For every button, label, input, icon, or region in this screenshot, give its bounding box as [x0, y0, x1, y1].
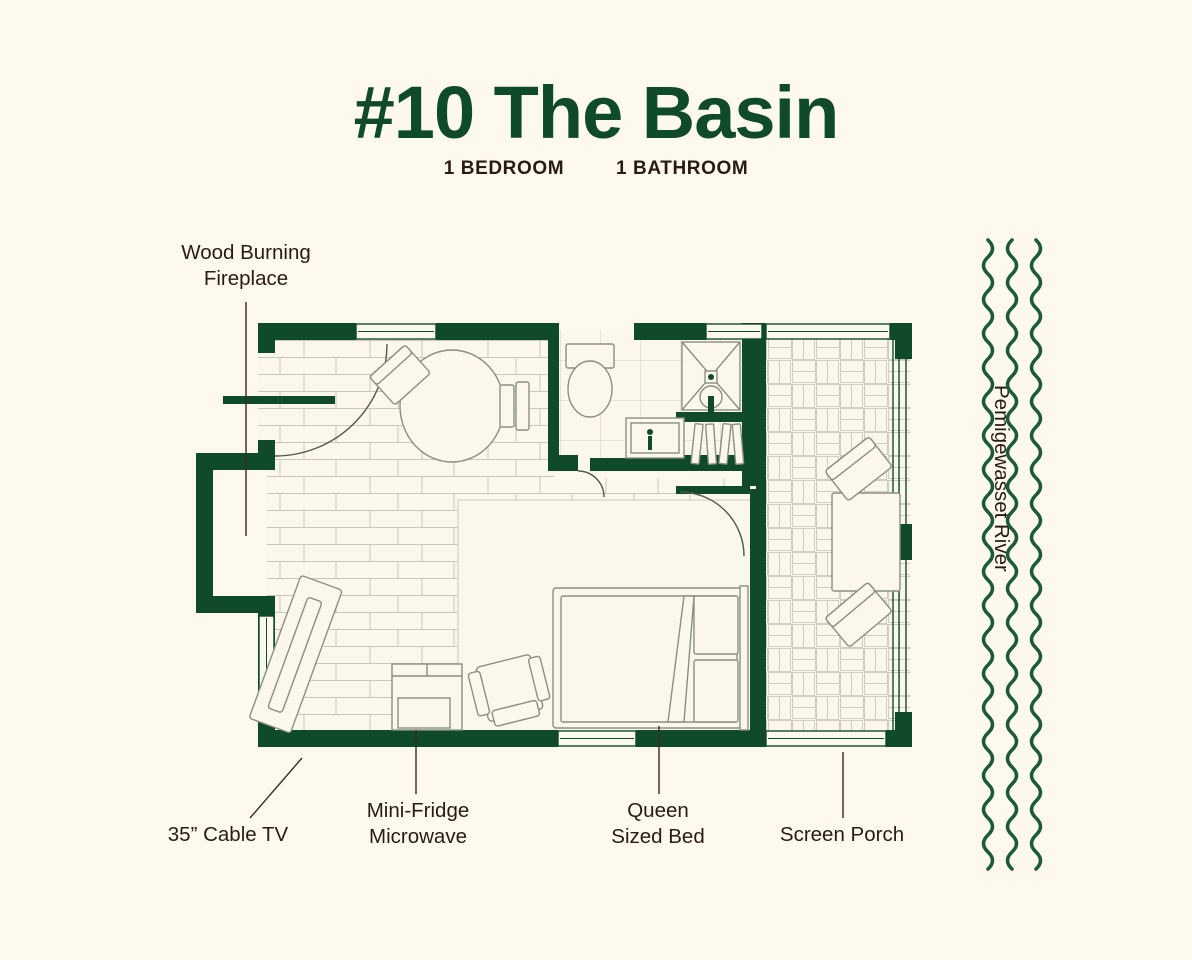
bedroom-door-leaf — [676, 486, 750, 494]
exterior-walls — [196, 323, 912, 747]
bathroom-count: 1 BATHROOM — [615, 158, 749, 179]
river-wave-2 — [1005, 238, 1019, 871]
pillow-bottom — [693, 659, 739, 723]
annotation-leader-lines — [245, 302, 844, 819]
wall-left-upper — [258, 323, 275, 353]
mini-fridge-microwave-cabinet — [391, 663, 463, 731]
annotation-cable-tv: 35” Cable TV — [167, 823, 289, 846]
faucet-knob — [647, 429, 653, 435]
furniture-layer — [249, 341, 901, 733]
bedroom-count: 1 BEDROOM — [443, 158, 565, 179]
fireplace-hearth — [205, 463, 267, 603]
wall-right-lower — [895, 712, 912, 747]
sink-vanity — [625, 417, 685, 459]
fireplace-bumpout-wall — [196, 453, 275, 613]
toilet — [565, 343, 615, 418]
bathroom-door-swing-arc — [577, 470, 605, 498]
shower-arm — [708, 396, 714, 418]
porch-chair-upper — [825, 437, 892, 501]
wall-right-upper — [895, 323, 912, 359]
wall-porch-divider-lower — [750, 489, 766, 747]
annotation-wood-burning-fireplace: Wood Burning Fireplace — [181, 241, 311, 290]
river-wave-1 — [981, 238, 995, 871]
wall-top-b — [436, 323, 554, 340]
window-openings — [258, 323, 907, 747]
faucet-spout — [648, 436, 652, 450]
annotation-queen-sized-bed: Queen Sized Bed — [611, 799, 705, 848]
wall-bath-bottom-2 — [590, 458, 650, 471]
wall-bath-right — [742, 323, 756, 486]
room-count-subtitle: 1 BEDROOM 1 BATHROOM — [0, 158, 1192, 180]
closet-hanging-rod — [690, 422, 745, 465]
wall-bottom-b — [636, 730, 766, 747]
wall-top-c — [634, 323, 706, 340]
porch-chair-lower — [825, 582, 892, 647]
annotation-mini-fridge-microwave: Mini-Fridge Microwave — [366, 799, 470, 848]
annotation-screen-porch: Screen Porch — [779, 823, 905, 846]
headboard — [739, 585, 749, 731]
porch-table — [831, 492, 901, 592]
queen-bed — [552, 585, 749, 731]
river-wave-3 — [1029, 238, 1043, 871]
dining-chair-left — [369, 345, 431, 405]
dining-chair-right — [499, 381, 530, 431]
pillow-top — [693, 595, 739, 655]
wall-bottom-a — [258, 730, 558, 747]
river-graphic — [981, 238, 1043, 871]
bed-blanket-fold — [667, 595, 695, 723]
bedroom-door-swing-arc — [679, 491, 745, 557]
wall-bath-bottom — [548, 455, 578, 471]
shower-stall — [681, 341, 741, 418]
tv-console — [249, 575, 343, 733]
leader-tv — [249, 757, 303, 819]
entry-door-leaf — [223, 396, 335, 404]
page-title: #10 The Basin — [353, 71, 840, 154]
armchair-living — [467, 654, 551, 727]
wall-porch-divider-upper — [756, 323, 766, 489]
wall-top-a — [258, 323, 356, 340]
wall-bath-left — [548, 323, 559, 471]
